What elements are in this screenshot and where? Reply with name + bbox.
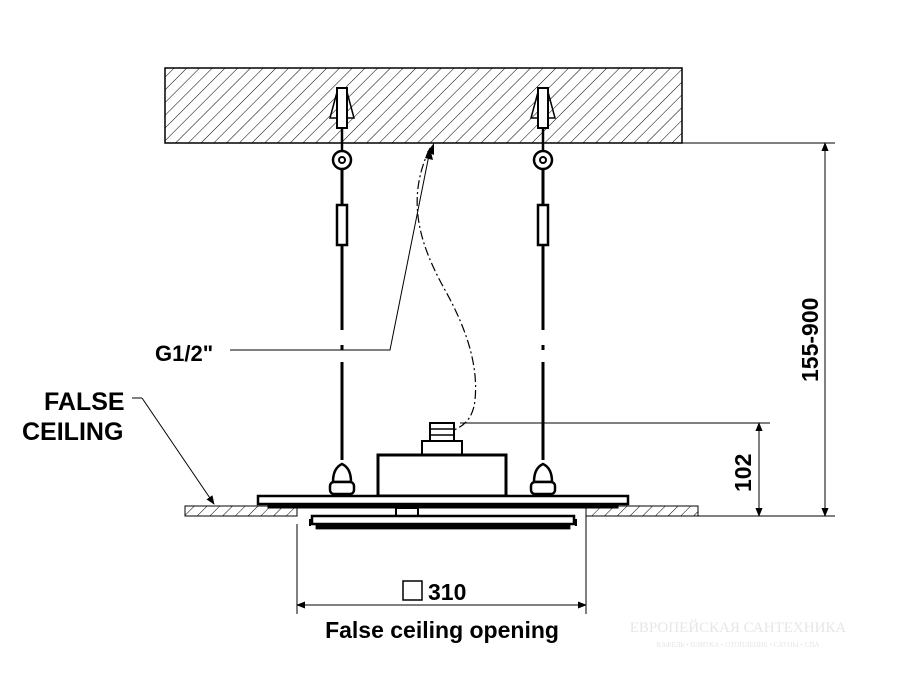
water-supply-hose: [416, 147, 477, 433]
pipe-thread-leader: [230, 143, 434, 351]
dimension-head-height: [460, 422, 770, 517]
square-section-icon: [402, 580, 423, 601]
head-height-dimension-label: 102: [730, 454, 756, 492]
pipe-thread-label: G1/2": [155, 341, 213, 366]
opening-dimension-label: 310: [428, 579, 466, 605]
false-ceiling-panel-right: [585, 505, 699, 517]
dimension-total-height: [682, 142, 835, 517]
total-height-dimension-label: 155-900: [797, 298, 823, 382]
watermark: ЕВРОПЕЙСКАЯ САНТЕХНИКА КАФЕЛЬ • ПЛИТКА •…: [630, 619, 847, 649]
false-ceiling-label-line2: CEILING: [22, 418, 123, 446]
false-ceiling-leader: [132, 397, 215, 505]
suspension-rod-right: [529, 87, 557, 496]
suspension-rod-left: [328, 87, 356, 496]
false-ceiling-panel-left: [184, 505, 298, 517]
watermark-subtitle: КАФЕЛЬ • ПЛИТКА • ОТОПЛЕНИЕ • САУНЫ • СП…: [657, 641, 820, 649]
false-ceiling-label-line1: FALSE: [44, 388, 125, 416]
dimension-opening-width: [296, 516, 587, 614]
shower-head: [256, 422, 630, 530]
watermark-title: ЕВРОПЕЙСКАЯ САНТЕХНИКА: [630, 619, 847, 636]
ceiling-slab: [164, 67, 683, 144]
opening-caption: False ceiling opening: [325, 617, 559, 643]
